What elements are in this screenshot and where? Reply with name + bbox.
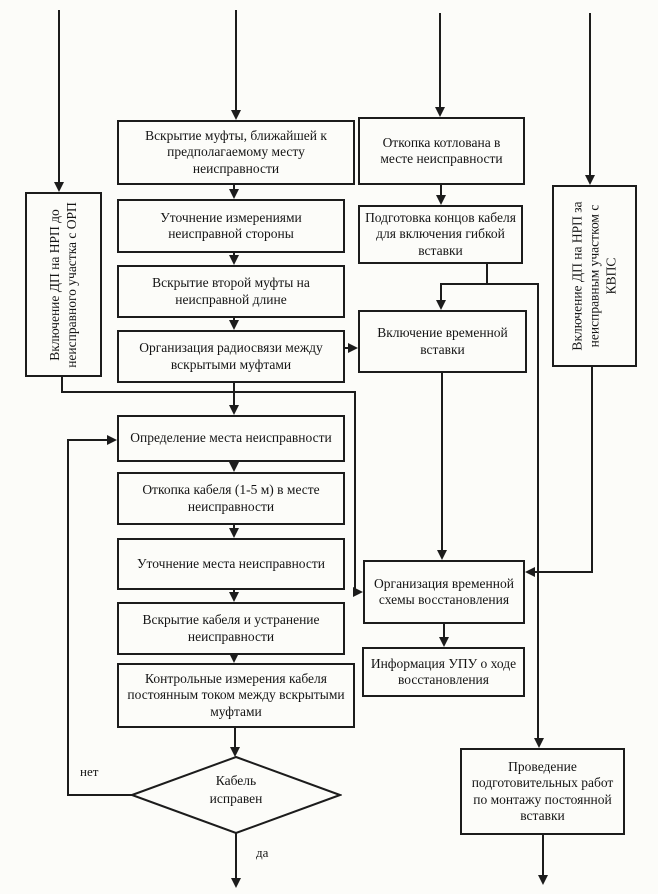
arrowhead-right-icon: [353, 587, 363, 597]
node-refine-by-measurements: Уточнение измерениями неисправной сторон…: [117, 199, 345, 253]
arrowhead-right-icon: [348, 343, 358, 353]
flow-line: [591, 367, 593, 573]
arrowhead-down-icon: [439, 637, 449, 647]
flow-line: [542, 835, 544, 876]
flow-line: [235, 833, 237, 879]
flow-line: [486, 264, 488, 284]
node-temporary-scheme: Организация временной схемы восстановлен…: [363, 560, 525, 624]
arrowhead-down-icon: [538, 875, 548, 885]
node-dig-cable: Откопка кабеля (1-5 м) в месте неисправн…: [117, 472, 345, 525]
decision-label: Кабель исправен: [209, 773, 263, 806]
arrowhead-down-icon: [229, 528, 239, 538]
node-label: Включение ДП на НРП за неисправным участ…: [569, 201, 618, 351]
flow-line: [589, 13, 591, 176]
flow-line: [535, 571, 593, 573]
flow-line: [233, 383, 235, 407]
flow-line: [235, 10, 237, 111]
flow-line: [443, 624, 445, 638]
flow-line: [67, 439, 69, 796]
node-inform-upu: Информация УПУ о ходе восстановления: [362, 647, 525, 697]
node-switch-dp-kvps: Включение ДП на НРП за неисправным участ…: [552, 185, 637, 367]
arrowhead-down-icon: [229, 405, 239, 415]
flow-line: [233, 525, 235, 530]
flow-line: [61, 391, 356, 393]
node-dig-pit: Откопка котлована в месте неисправности: [358, 117, 525, 185]
arrowhead-left-icon: [525, 567, 535, 577]
edge-label-no: нет: [80, 764, 99, 779]
node-prepare-permanent-insert: Проведение подготовительных работ по мон…: [460, 748, 625, 835]
arrowhead-down-icon: [229, 189, 239, 199]
arrowhead-down-icon: [231, 878, 241, 888]
node-switch-dp-orp: Включение ДП на НРП до неисправного учас…: [25, 192, 102, 377]
arrowhead-down-icon: [229, 255, 239, 265]
node-label: Включение ДП на НРП до неисправного учас…: [46, 201, 79, 368]
node-open-cable-fix-fault: Вскрытие кабеля и устранение неисправнос…: [117, 602, 345, 655]
node-open-nearest-coupling: Вскрытие муфты, ближайшей к предполагаем…: [117, 120, 355, 185]
node-enable-temporary-insert: Включение временной вставки: [358, 310, 527, 373]
flow-line: [234, 728, 236, 748]
flow-line: [439, 13, 441, 108]
flow-line: [61, 377, 63, 393]
arrowhead-down-icon: [229, 462, 239, 472]
arrowhead-down-icon: [436, 300, 446, 310]
arrowhead-right-icon: [107, 435, 117, 445]
flow-line: [58, 10, 60, 182]
node-locate-fault: Определение места неисправности: [117, 415, 345, 462]
arrowhead-down-icon: [229, 320, 239, 330]
flow-line: [345, 347, 350, 349]
arrowhead-down-icon: [230, 747, 240, 757]
flow-line: [354, 391, 356, 593]
flow-line: [537, 284, 539, 739]
arrowhead-down-icon: [231, 110, 241, 120]
flow-line: [440, 283, 539, 285]
flow-line: [440, 284, 442, 301]
arrowhead-down-icon: [437, 550, 447, 560]
flow-line: [441, 373, 443, 551]
arrowhead-down-icon: [585, 175, 595, 185]
flow-line: [233, 185, 235, 189]
arrowhead-down-icon: [435, 107, 445, 117]
flow-line: [67, 794, 132, 796]
arrowhead-down-icon: [54, 182, 64, 192]
arrowhead-down-icon: [229, 592, 239, 602]
node-refine-fault-location: Уточнение места неисправности: [117, 538, 345, 590]
flow-line: [67, 439, 109, 441]
edge-label-yes: да: [256, 845, 269, 860]
node-control-measurements: Контрольные измерения кабеля постоянным …: [117, 663, 355, 728]
node-radio-link: Организация радиосвязи между вскрытыми м…: [117, 330, 345, 383]
arrowhead-down-icon: [534, 738, 544, 748]
arrowhead-down-icon: [436, 195, 446, 205]
arrowhead-down-icon: [229, 653, 239, 663]
flow-line: [440, 185, 442, 196]
node-open-second-coupling: Вскрытие второй муфты на неисправной дли…: [117, 265, 345, 318]
node-prepare-cable-ends: Подготовка концов кабеля для включения г…: [358, 205, 523, 264]
